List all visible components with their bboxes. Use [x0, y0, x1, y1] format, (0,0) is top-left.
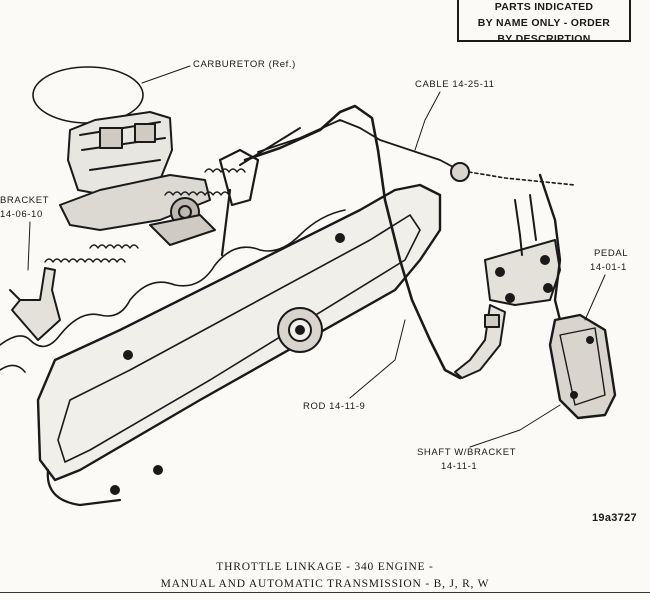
shaft-with-bracket [454, 194, 537, 379]
caption-line-2: MANUAL AND AUTOMATIC TRANSMISSION - B, J… [160, 578, 490, 590]
leader-lines [27, 65, 606, 448]
label-carburetor: CARBURETOR (Ref.) [193, 59, 296, 70]
notice-line-1: PARTS INDICATED [494, 1, 594, 13]
label-bracket-part: 14-06-10 [0, 209, 43, 220]
carburetor-body [59, 111, 216, 246]
carburetor-bellcrank [218, 148, 260, 257]
label-pedal-part: 14-01-1 [590, 262, 627, 273]
label-bracket-name: BRACKET [0, 195, 50, 206]
label-pedal-name: PEDAL [594, 248, 629, 259]
caption-line-1: THROTTLE LINKAGE - 340 ENGINE - [216, 561, 434, 573]
cable-grommet [450, 162, 470, 182]
label-rod: ROD 14-11-9 [303, 401, 366, 412]
label-cable: CABLE 14-25-11 [415, 79, 495, 90]
label-shaft-part: 14-11-1 [441, 461, 478, 472]
accelerator-pedal [538, 173, 617, 420]
figure-number: 19a3727 [592, 512, 637, 524]
valve-cover [36, 183, 442, 507]
parts-notice-box: PARTS INDICATED BY NAME ONLY - ORDER BY … [457, 0, 631, 45]
bottom-rule [0, 592, 650, 593]
notice-line-2: BY NAME ONLY - ORDER [477, 17, 611, 29]
throttle-cable [257, 119, 456, 169]
label-shaft-name: SHAFT W/BRACKET [417, 447, 517, 458]
bracket-part [11, 267, 61, 341]
engine-block-outline [0, 209, 346, 348]
throttle-rod [243, 104, 462, 380]
firewall-bracket [484, 239, 561, 306]
notice-line-3: BY DESCRIPTION [497, 33, 591, 45]
return-springs [44, 168, 246, 263]
